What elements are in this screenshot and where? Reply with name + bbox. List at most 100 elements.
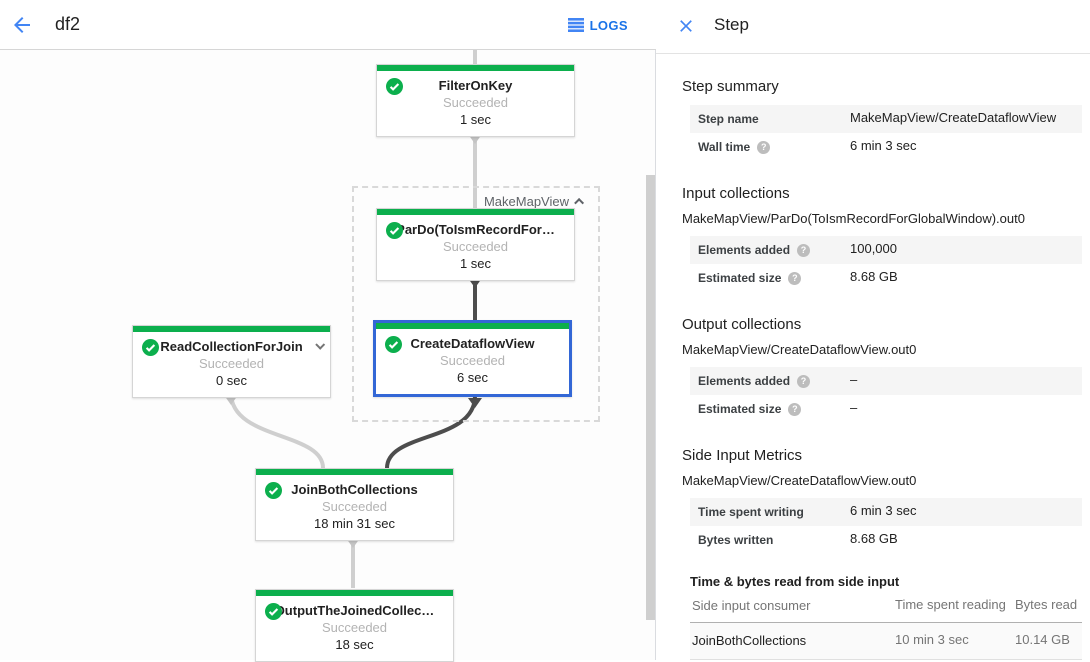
metric-value: 6 min 3 sec [850,138,917,153]
node-status-bar [377,209,574,215]
graph-canvas[interactable]: MakeMapView FilterOnKey Succeeded 1 sec [0,50,656,662]
group-label: MakeMapView [483,194,569,209]
check-circle-icon [265,603,282,620]
node-status: Succeeded [439,353,506,368]
section-heading-step-summary: Step summary [682,78,779,95]
node-status: Succeeded [442,95,509,110]
metric-row-step-name: Step name MakeMapView/CreateDataflowView [690,105,1082,133]
output-collection-name: MakeMapView/CreateDataflowView.out0 [682,342,917,357]
metric-value: – [850,400,858,415]
node-status: Succeeded [198,356,265,371]
metric-row-estimated-size: Estimated size? – [690,395,1082,423]
metric-row-bytes-written: Bytes written 8.68 GB [690,526,1082,554]
node-title: ReadCollectionForJoin [160,339,303,354]
back-arrow-icon[interactable] [10,13,34,37]
metric-label: Estimated size [698,271,782,285]
metric-label: Estimated size [698,402,782,416]
check-circle-icon [385,336,402,353]
metric-row-elements-added: Elements added? 100,000 [690,236,1082,264]
metric-value: 8.68 GB [850,531,898,546]
graph-node-joinbothcollections[interactable]: JoinBothCollections Succeeded 18 min 31 … [255,468,454,541]
metric-value: 100,000 [850,241,897,256]
node-title: ParDo(ToIsmRecordFor… [396,222,555,237]
metric-value: 8.68 GB [850,269,898,284]
input-collection-name: MakeMapView/ParDo(ToIsmRecordForGlobalWi… [682,211,1025,226]
table-row: JoinBothCollections 10 min 3 sec 10.14 G… [690,623,1082,660]
metric-label: Step name [698,112,759,126]
node-time: 18 sec [335,637,374,652]
step-detail-panel: Step Step summary Step name MakeMapView/… [656,0,1090,660]
table-header-time: Time spent reading [895,597,1006,612]
graph-node-createdataflowview[interactable]: CreateDataflowView Succeeded 6 sec [373,320,572,397]
metric-label: Wall time [698,140,751,154]
metric-row-wall-time: Wall time? 6 min 3 sec [690,133,1082,161]
table-title: Time & bytes read from side input [690,574,900,589]
metric-row-time-spent-writing: Time spent writing 6 min 3 sec [690,498,1082,526]
help-icon[interactable]: ? [788,272,802,285]
table-header-bytes: Bytes read [1015,597,1078,612]
metric-row-estimated-size: Estimated size? 8.68 GB [690,264,1082,292]
job-title: df2 [55,14,81,34]
metric-row-elements-added: Elements added? – [690,367,1082,395]
help-icon[interactable]: ? [797,244,811,257]
node-title: OutputTheJoinedCollec… [274,603,435,618]
node-status-bar [256,590,453,596]
job-topbar: df2 LOGS [0,0,656,50]
table-cell-time: 10 min 3 sec [895,632,969,647]
node-time: 1 sec [459,112,492,127]
panel-title: Step [714,15,749,34]
table-header-row: Side input consumer Time spent reading B… [690,589,1082,623]
metric-label: Elements added [698,243,791,257]
job-graph-panel: df2 LOGS [0,0,656,662]
help-icon[interactable]: ? [788,403,802,416]
node-status-bar [256,469,453,475]
section-heading-input-collections: Input collections [682,185,790,202]
node-title: JoinBothCollections [291,482,418,497]
close-icon[interactable] [676,16,696,36]
table-cell-consumer: JoinBothCollections [692,633,807,648]
metric-value: 6 min 3 sec [850,503,917,518]
chevron-up-icon [574,197,585,208]
check-circle-icon [386,78,403,95]
node-title: FilterOnKey [438,78,513,93]
graph-node-readcollectionforjoin[interactable]: ReadCollectionForJoin Succeeded 0 sec [132,325,331,398]
metric-label: Bytes written [698,533,774,547]
metric-label: Elements added [698,374,791,388]
node-status: Succeeded [442,239,509,254]
node-status-bar [133,326,330,332]
metric-value: MakeMapView/CreateDataflowView [850,110,1057,125]
metric-value: – [850,372,858,387]
node-status-bar [377,65,574,71]
node-status: Succeeded [321,499,388,514]
help-icon[interactable]: ? [797,375,811,388]
composite-group-makemapview: MakeMapView [352,186,600,422]
node-status: Succeeded [321,620,388,635]
section-heading-side-input-metrics: Side Input Metrics [682,447,803,464]
node-time: 1 sec [459,256,492,271]
logs-button-label: LOGS [589,17,628,33]
check-circle-icon [386,222,403,239]
logs-list-icon [567,18,584,32]
node-title: CreateDataflowView [410,336,535,351]
graph-node-outputthejoined[interactable]: OutputTheJoinedCollec… Succeeded 18 sec [255,589,454,662]
table-cell-bytes: 10.14 GB [1015,632,1070,647]
side-input-collection-name: MakeMapView/CreateDataflowView.out0 [682,473,917,488]
help-icon[interactable]: ? [757,141,771,154]
node-time: 18 min 31 sec [314,516,395,531]
side-input-read-table: Time & bytes read from side input Side i… [690,574,1082,660]
check-circle-icon [265,482,282,499]
graph-node-filteronkey[interactable]: FilterOnKey Succeeded 1 sec [376,64,575,137]
node-time: 0 sec [215,373,248,388]
section-heading-output-collections: Output collections [682,316,802,333]
group-collapse-toggle[interactable]: MakeMapView [483,194,585,209]
node-time: 6 sec [456,370,489,385]
check-circle-icon [142,339,159,356]
graph-node-pardo-toismrecord[interactable]: ParDo(ToIsmRecordFor… Succeeded 1 sec [376,208,575,281]
node-status-bar [376,323,569,329]
metric-label: Time spent writing [698,505,804,519]
graph-vertical-scrollbar[interactable] [646,175,655,620]
detail-header: Step [656,0,1090,54]
panel-divider [655,50,656,660]
logs-button[interactable]: LOGS [567,14,628,36]
table-header-consumer: Side input consumer [692,598,811,613]
